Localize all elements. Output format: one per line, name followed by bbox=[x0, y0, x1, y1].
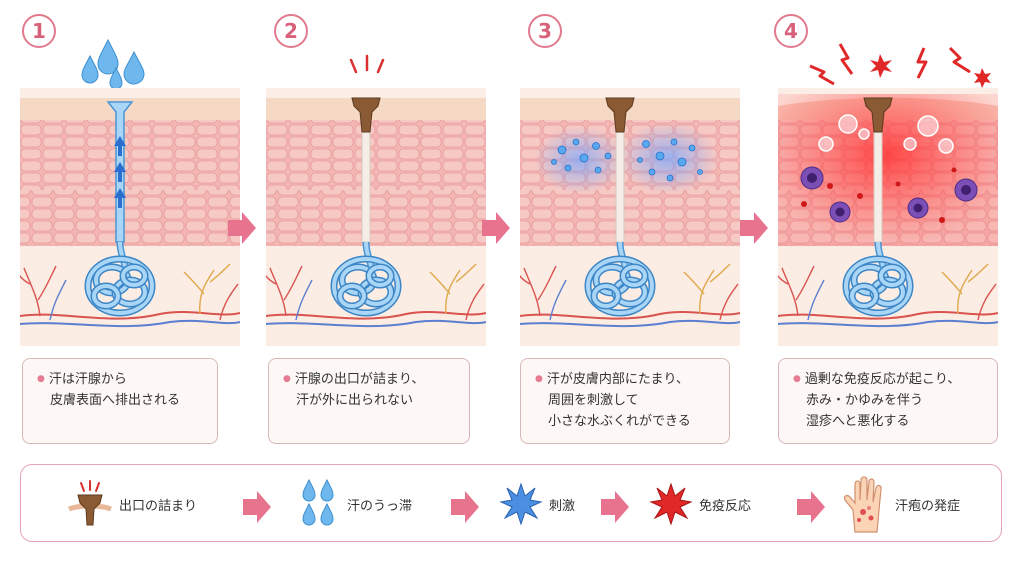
caption-line: 汗が外に出られない bbox=[296, 393, 414, 408]
flow-arrow-3 bbox=[740, 212, 768, 244]
step-number-2: 2 bbox=[274, 14, 308, 48]
caption-step-1: ●汗は汗腺から 皮膚表面へ排出される bbox=[22, 358, 218, 444]
caption-step-2: ●汗腺の出口が詰まり、 汗が外に出られない bbox=[268, 358, 470, 444]
legend-item-onset: 汗疱の発症 bbox=[841, 465, 960, 543]
legend-item-clog: 出口の詰まり bbox=[67, 465, 197, 543]
skin-panel-1 bbox=[20, 88, 240, 346]
legend-item-immune: 免疫反応 bbox=[649, 465, 751, 543]
bullet-dot: ● bbox=[793, 374, 801, 384]
step-number-1: 1 bbox=[22, 14, 56, 48]
caption-line: 汗腺の出口が詰まり、 bbox=[294, 372, 425, 387]
skin-panel-3 bbox=[520, 88, 740, 346]
step-number-4: 4 bbox=[774, 14, 808, 48]
caption-line: 汗が皮膚内部にたまり、 bbox=[546, 372, 689, 387]
blue-burst-icon bbox=[499, 482, 543, 526]
legend-arrow-1 bbox=[243, 491, 271, 523]
skin-panel-2 bbox=[266, 88, 486, 346]
caption-line: 湿疹へと悪化する bbox=[806, 414, 910, 429]
legend-arrow-4 bbox=[797, 491, 825, 523]
legend-arrow-2 bbox=[451, 491, 479, 523]
caption-line: 周囲を刺激して bbox=[548, 393, 639, 408]
skin-panel-4 bbox=[778, 88, 998, 346]
legend-bar: 出口の詰まり 汗のうっ滞 刺激 免疫反応 汗疱の発症 bbox=[20, 464, 1002, 542]
caption-step-3: ●汗が皮膚内部にたまり、 周囲を刺激して 小さな水ぶくれができる bbox=[520, 358, 730, 444]
alert-marks-icon bbox=[349, 54, 385, 74]
legend-item-irritation: 刺激 bbox=[499, 465, 575, 543]
bullet-dot: ● bbox=[535, 374, 543, 384]
caption-line: 過剰な免疫反応が起こり、 bbox=[804, 372, 961, 387]
legend-label: 汗疱の発症 bbox=[895, 498, 961, 514]
bullet-dot: ● bbox=[283, 374, 291, 384]
hand-icon bbox=[843, 476, 882, 533]
caption-line: 赤み・かゆみを伴う bbox=[806, 393, 924, 408]
step-number-3: 3 bbox=[528, 14, 562, 48]
legend-label: 汗のうっ滞 bbox=[347, 498, 413, 514]
legend-label: 出口の詰まり bbox=[119, 498, 198, 514]
flow-arrow-2 bbox=[482, 212, 510, 244]
caption-step-4: ●過剰な免疫反応が起こり、 赤み・かゆみを伴う 湿疹へと悪化する bbox=[778, 358, 998, 444]
clogged-pore-icon bbox=[68, 480, 112, 526]
caption-line: 皮膚表面へ排出される bbox=[50, 393, 181, 408]
sweat-drops-icon bbox=[302, 478, 334, 526]
flow-arrow-1 bbox=[228, 212, 256, 244]
sweat-droplets-icon bbox=[81, 38, 145, 90]
caption-line: 汗は汗腺から bbox=[48, 372, 127, 387]
red-burst-icon bbox=[649, 482, 693, 526]
lightning-icons bbox=[809, 43, 991, 88]
caption-line: 小さな水ぶくれができる bbox=[548, 414, 691, 429]
bullet-dot: ● bbox=[37, 374, 45, 384]
legend-arrow-3 bbox=[601, 491, 629, 523]
legend-item-sweat: 汗のうっ滞 bbox=[297, 465, 412, 543]
legend-label: 刺激 bbox=[549, 498, 576, 514]
legend-label: 免疫反応 bbox=[699, 498, 752, 514]
